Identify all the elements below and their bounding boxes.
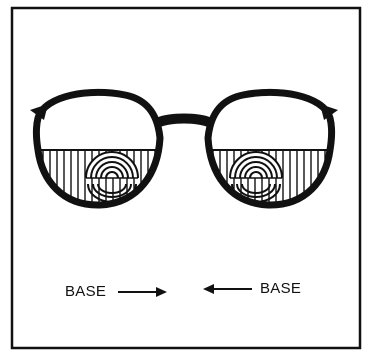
left-base-label: BASE xyxy=(65,284,106,299)
right-base-label: BASE xyxy=(260,281,301,296)
